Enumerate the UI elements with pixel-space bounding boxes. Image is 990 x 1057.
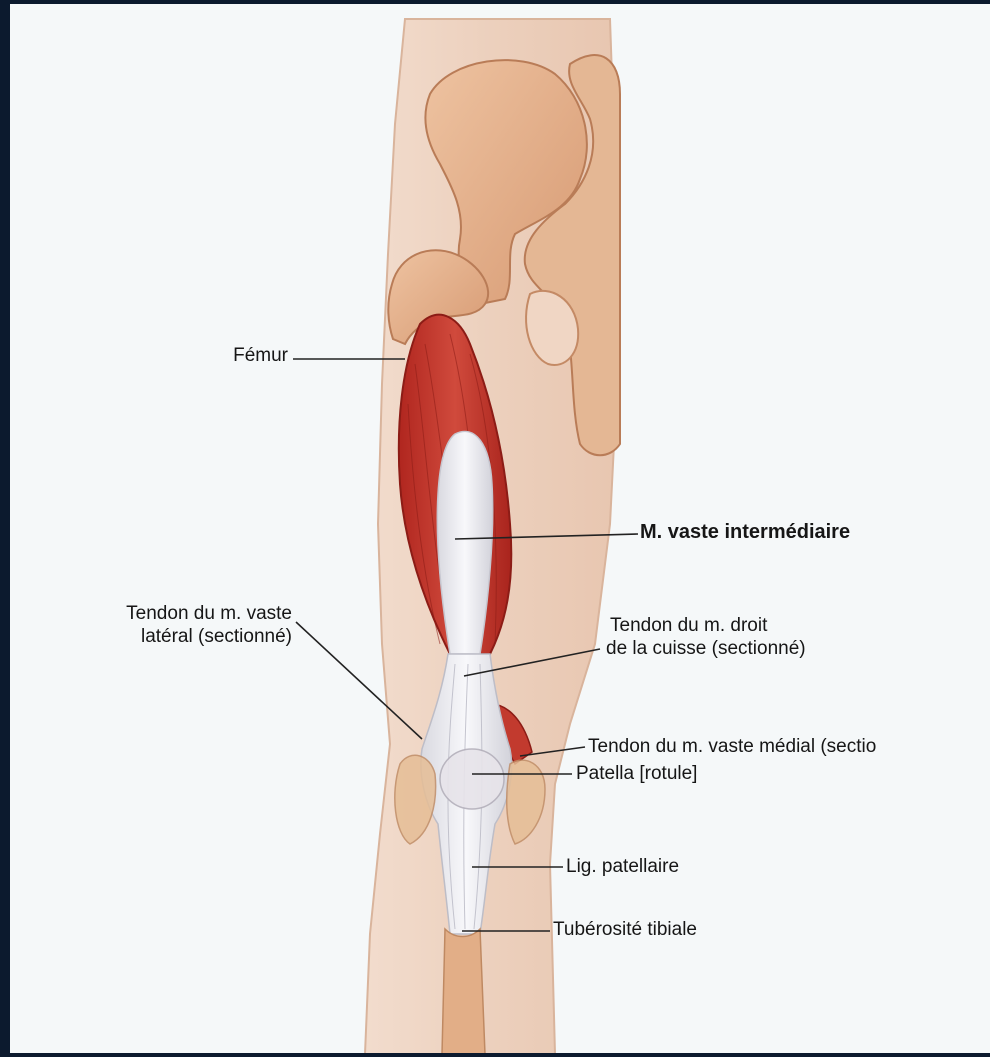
tibia (442, 929, 485, 1053)
label-tendon-droit-line2: de la cuisse (sectionné) (606, 637, 806, 660)
label-tendon-vaste-medial: Tendon du m. vaste médial (sectio (588, 735, 876, 758)
label-tendon-vaste-lateral: Tendon du m. vaste latéral (sectionné) (20, 602, 292, 648)
label-patella: Patella [rotule] (576, 762, 697, 785)
label-vaste-intermediaire: M. vaste intermédiaire (640, 521, 850, 544)
label-femur: Fémur (160, 344, 288, 367)
label-tuberosite: Tubérosité tibiale (553, 918, 697, 941)
aponeurosis (437, 431, 492, 654)
label-tendon-vaste-lateral-line2: latéral (sectionné) (20, 625, 292, 648)
label-tendon-vaste-lateral-line1: Tendon du m. vaste (20, 602, 292, 625)
figure-panel: Fémur M. vaste intermédiaire Tendon du m… (10, 4, 990, 1053)
patella-bone (440, 749, 504, 809)
label-tendon-droit: Tendon du m. droit de la cuisse (section… (606, 614, 806, 660)
label-lig-patellaire: Lig. patellaire (566, 855, 679, 878)
label-tendon-droit-line1: Tendon du m. droit (606, 614, 806, 637)
